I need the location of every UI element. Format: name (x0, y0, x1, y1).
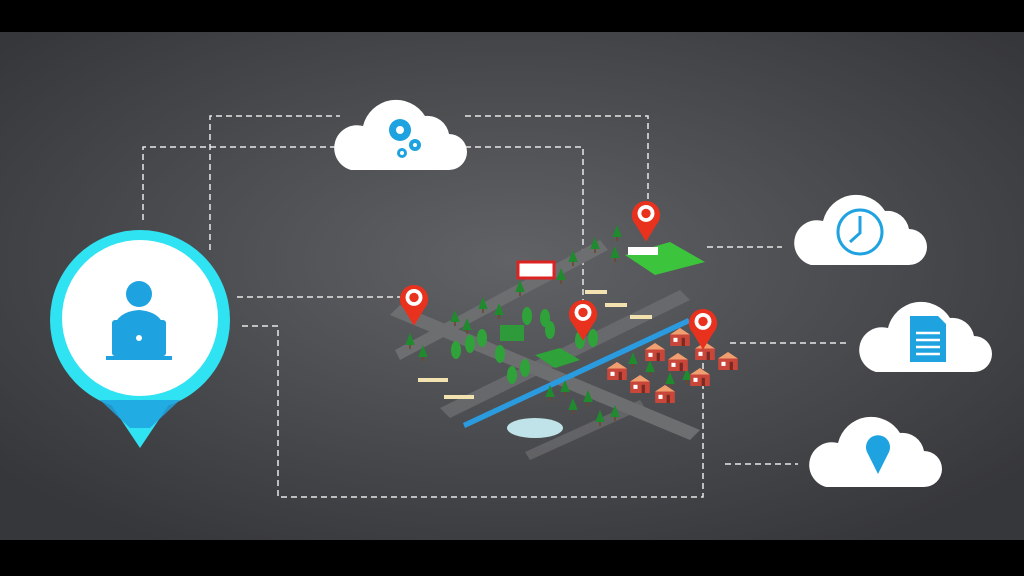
cloud-document[interactable] (859, 301, 992, 372)
document-icon (910, 316, 946, 362)
cloud-clock[interactable] (794, 194, 927, 265)
location-pin-icon (866, 435, 890, 474)
parking-marks (418, 290, 652, 399)
connector-user-to-top-cloud-outer (209, 115, 340, 250)
playground (535, 348, 580, 368)
hospital (500, 325, 524, 341)
connector-lines (142, 115, 848, 498)
round-trees (451, 307, 598, 384)
cloud-location[interactable] (809, 416, 942, 487)
gas-station (516, 260, 556, 280)
user-with-laptop-icon (106, 281, 172, 360)
user-node[interactable] (50, 230, 230, 448)
connector-top-cloud-to-pin-1 (465, 115, 649, 205)
clock-icon (836, 208, 884, 256)
cloud-gears[interactable] (334, 99, 467, 170)
connector-user-to-bottom-loop (242, 325, 704, 498)
gears-icon (389, 119, 421, 158)
building (628, 247, 658, 255)
river (463, 318, 690, 428)
city-map (390, 200, 738, 460)
connector-top-cloud-to-pin-2 (465, 146, 584, 300)
connector-user-to-top-cloud-inner (142, 146, 335, 220)
stadium (507, 418, 563, 438)
